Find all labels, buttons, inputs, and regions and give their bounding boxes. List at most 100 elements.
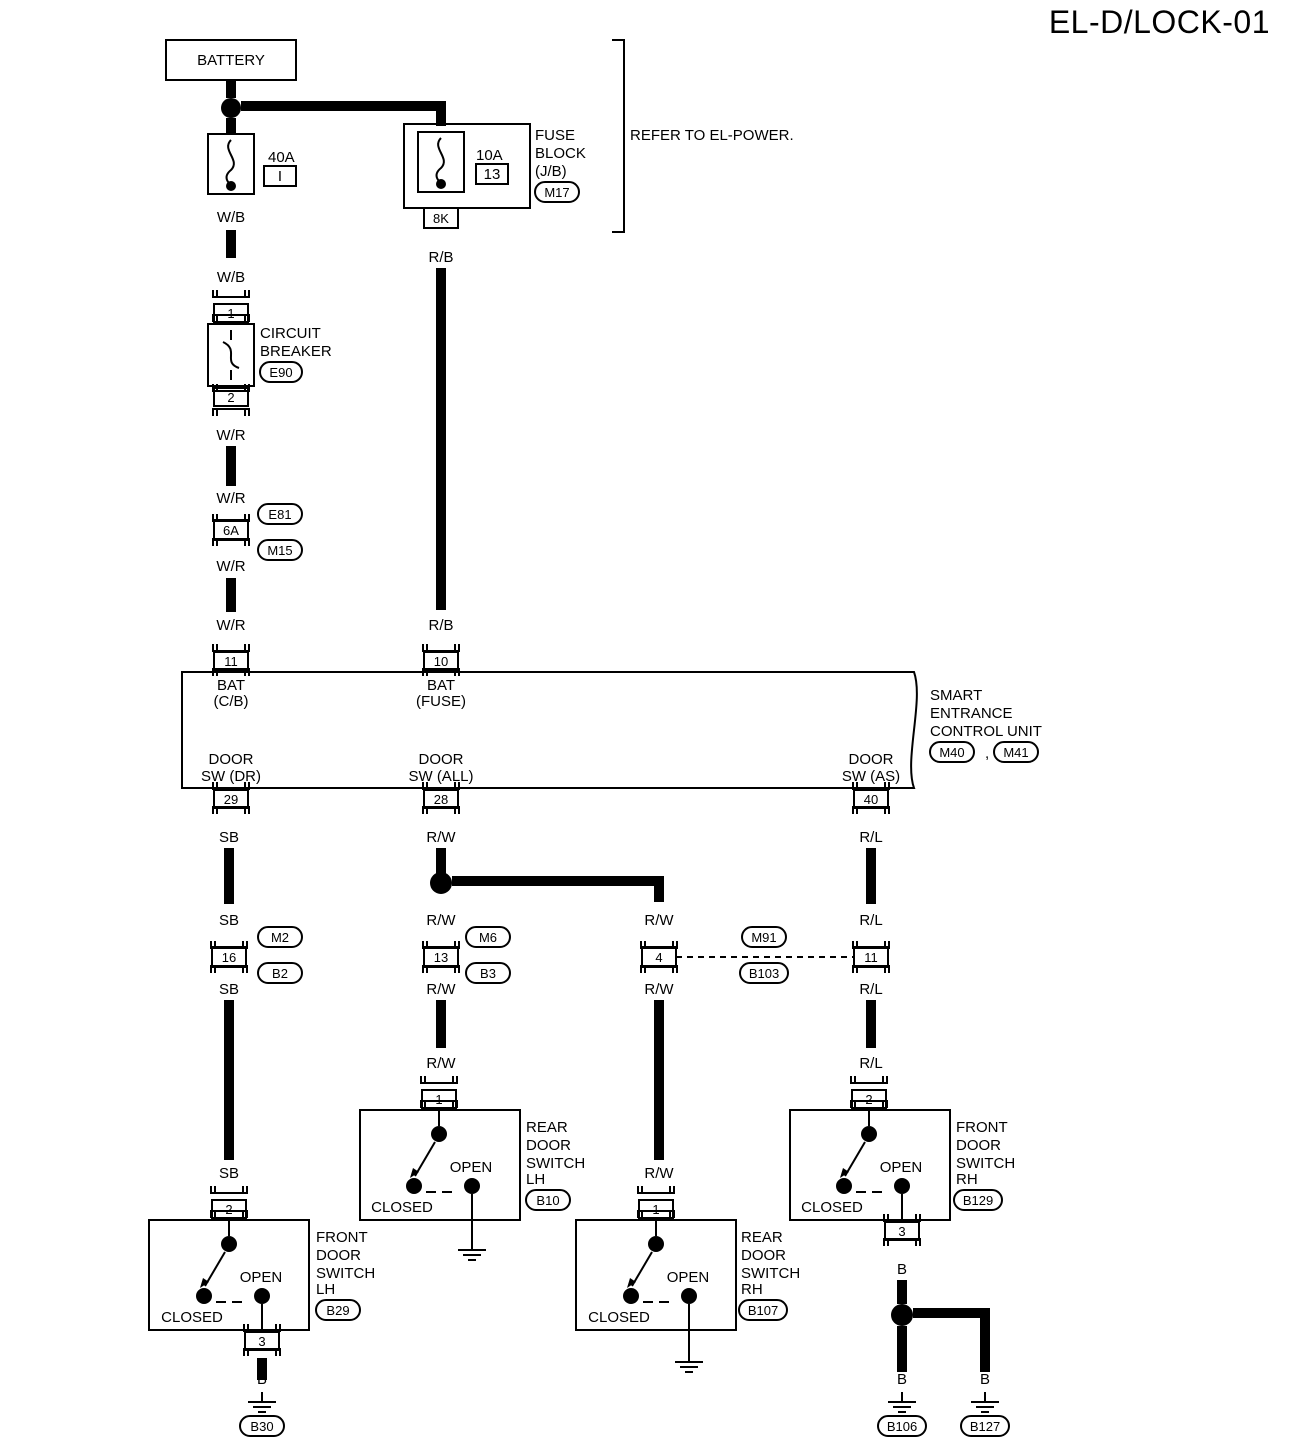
rdl-label-4: LH <box>526 1171 545 1188</box>
joint-16-conn-bottom: B2 <box>272 966 288 981</box>
wire-wb-1: W/B <box>217 209 245 226</box>
fdr-closed: CLOSED <box>801 1199 863 1216</box>
cu-bat-cb-1: BAT <box>217 677 245 694</box>
wire-sb-3: SB <box>219 981 239 998</box>
fdl-pin-2: 2 <box>225 1202 232 1217</box>
joint-13: 13 M6 B3 <box>422 926 511 984</box>
joint-11-pin: 11 <box>864 950 878 965</box>
wire-rb-1: R/B <box>428 249 453 266</box>
cb-label-2: BREAKER <box>260 343 332 360</box>
rdl-label-1: REAR <box>526 1119 568 1136</box>
splice-ground <box>891 1304 913 1326</box>
joint-13-conn-top: M6 <box>479 930 497 945</box>
cu-name-2: ENTRANCE <box>930 705 1013 722</box>
fuse-block: 10A 13 FUSE BLOCK (J/B) M17 8K <box>403 123 586 229</box>
joint-13-conn-bottom: B3 <box>480 966 496 981</box>
cu-bat-fuse-1: BAT <box>427 677 455 694</box>
smart-entrance-control-unit: 11 BAT (C/B) 10 BAT (FUSE) DOOR SW (DR) … <box>181 643 1042 815</box>
page-title: EL-D/LOCK-01 <box>1048 4 1270 40</box>
rdl-label-2: DOOR <box>526 1137 571 1154</box>
fdr-pin-2: 2 <box>865 1092 872 1107</box>
cu-door-dr-2: SW (DR) <box>201 768 261 785</box>
cu-name-3: CONTROL UNIT <box>930 723 1042 740</box>
refer-bracket <box>612 39 625 233</box>
cu-door-as-2: SW (AS) <box>842 768 900 785</box>
wire-b-3: B <box>897 1371 907 1388</box>
joint-6a-conn-bottom: M15 <box>267 543 292 558</box>
fuse-10a-id: 13 <box>484 166 501 183</box>
wire-rl-1: R/L <box>859 829 882 846</box>
cu-conn-2: M41 <box>1003 745 1028 760</box>
cu-door-all-1: DOOR <box>419 751 464 768</box>
wire-rw-7: R/W <box>644 1165 674 1182</box>
wire-wb-2: W/B <box>217 269 245 286</box>
joint-16: 16 M2 B2 <box>210 926 303 984</box>
cu-name-1: SMART <box>930 687 982 704</box>
rdl-label-3: SWITCH <box>526 1155 585 1172</box>
battery-label: BATTERY <box>197 52 265 69</box>
wire-sb-1: SB <box>219 829 239 846</box>
battery: BATTERY <box>165 39 297 81</box>
joint-16-conn-top: M2 <box>271 930 289 945</box>
wire-rb-2: R/B <box>428 617 453 634</box>
joint-4-pin: 4 <box>655 950 662 965</box>
joint-16-pin: 16 <box>222 950 236 965</box>
rdr-label-3: SWITCH <box>741 1265 800 1282</box>
fdl-connector: B29 <box>326 1303 349 1318</box>
fuse-40a: 40A I <box>207 133 297 195</box>
fuse-block-line1: FUSE <box>535 127 575 144</box>
wire-b-1: B <box>257 1371 267 1388</box>
fuse-terminal-8k: 8K <box>433 211 449 226</box>
fdl-label-4: LH <box>316 1281 335 1298</box>
fdr-label-3: SWITCH <box>956 1155 1015 1172</box>
wire-sb-4: SB <box>219 1165 239 1182</box>
fdl-label-3: SWITCH <box>316 1265 375 1282</box>
wire-wr-3: W/R <box>216 558 245 575</box>
wire-wr-1: W/R <box>216 427 245 444</box>
wire-rw-2: R/W <box>426 912 456 929</box>
joint-m91-top: M91 <box>751 930 776 945</box>
wire-rw-1: R/W <box>426 829 456 846</box>
wire-rl-2: R/L <box>859 912 882 929</box>
joint-6a-conn-top: E81 <box>268 507 291 522</box>
rdr-closed: CLOSED <box>588 1309 650 1326</box>
fdl-label-2: DOOR <box>316 1247 361 1264</box>
rdr-connector: B107 <box>748 1303 778 1318</box>
wire-rw-3: R/W <box>426 981 456 998</box>
rdl-open: OPEN <box>450 1159 493 1176</box>
fdr-connector: B129 <box>963 1193 993 1208</box>
rdl-connector: B10 <box>536 1193 559 1208</box>
cu-door-as-1: DOOR <box>849 751 894 768</box>
cu-bat-cb-2: (C/B) <box>214 693 249 710</box>
fdl-label-1: FRONT <box>316 1229 368 1246</box>
fuse-40a-id: I <box>278 168 282 185</box>
rear-door-switch-rh: 1 OPEN CLOSED REAR DOOR SWITCH RH B107 <box>575 1185 800 1352</box>
joint-6a: 6A E81 M15 <box>212 503 303 561</box>
wire-rw-4: R/W <box>426 1055 456 1072</box>
rdr-label-1: REAR <box>741 1229 783 1246</box>
joint-4: 4 <box>640 940 678 974</box>
joint-m91: M91 B103 <box>739 926 789 984</box>
fdl-pin-3: 3 <box>258 1334 265 1349</box>
cb-pin-2: 2 <box>227 390 234 405</box>
splice-rw <box>430 872 452 894</box>
refer-note: REFER TO EL-POWER. <box>630 127 794 144</box>
cu-conn-1: M40 <box>939 745 964 760</box>
rear-door-switch-lh: 1 OPEN CLOSED REAR DOOR SWITCH LH B10 <box>359 1075 585 1240</box>
rdr-open: OPEN <box>667 1269 710 1286</box>
cu-door-dr-1: DOOR <box>209 751 254 768</box>
fdl-open: OPEN <box>240 1269 283 1286</box>
rdr-pin-1: 1 <box>652 1202 659 1217</box>
cu-pin-11: 11 <box>224 654 238 669</box>
wire-wr-2: W/R <box>216 490 245 507</box>
ground-b30: B30 <box>250 1419 273 1434</box>
wire-b-4: B <box>980 1371 990 1388</box>
fdr-label-2: DOOR <box>956 1137 1001 1154</box>
fuse-10a-rating: 10A <box>476 147 503 164</box>
wire-wr-4: W/R <box>216 617 245 634</box>
cu-conn-sep: , <box>985 745 989 762</box>
rdr-label-4: RH <box>741 1281 763 1298</box>
rdl-closed: CLOSED <box>371 1199 433 1216</box>
wire-rl-4: R/L <box>859 1055 882 1072</box>
